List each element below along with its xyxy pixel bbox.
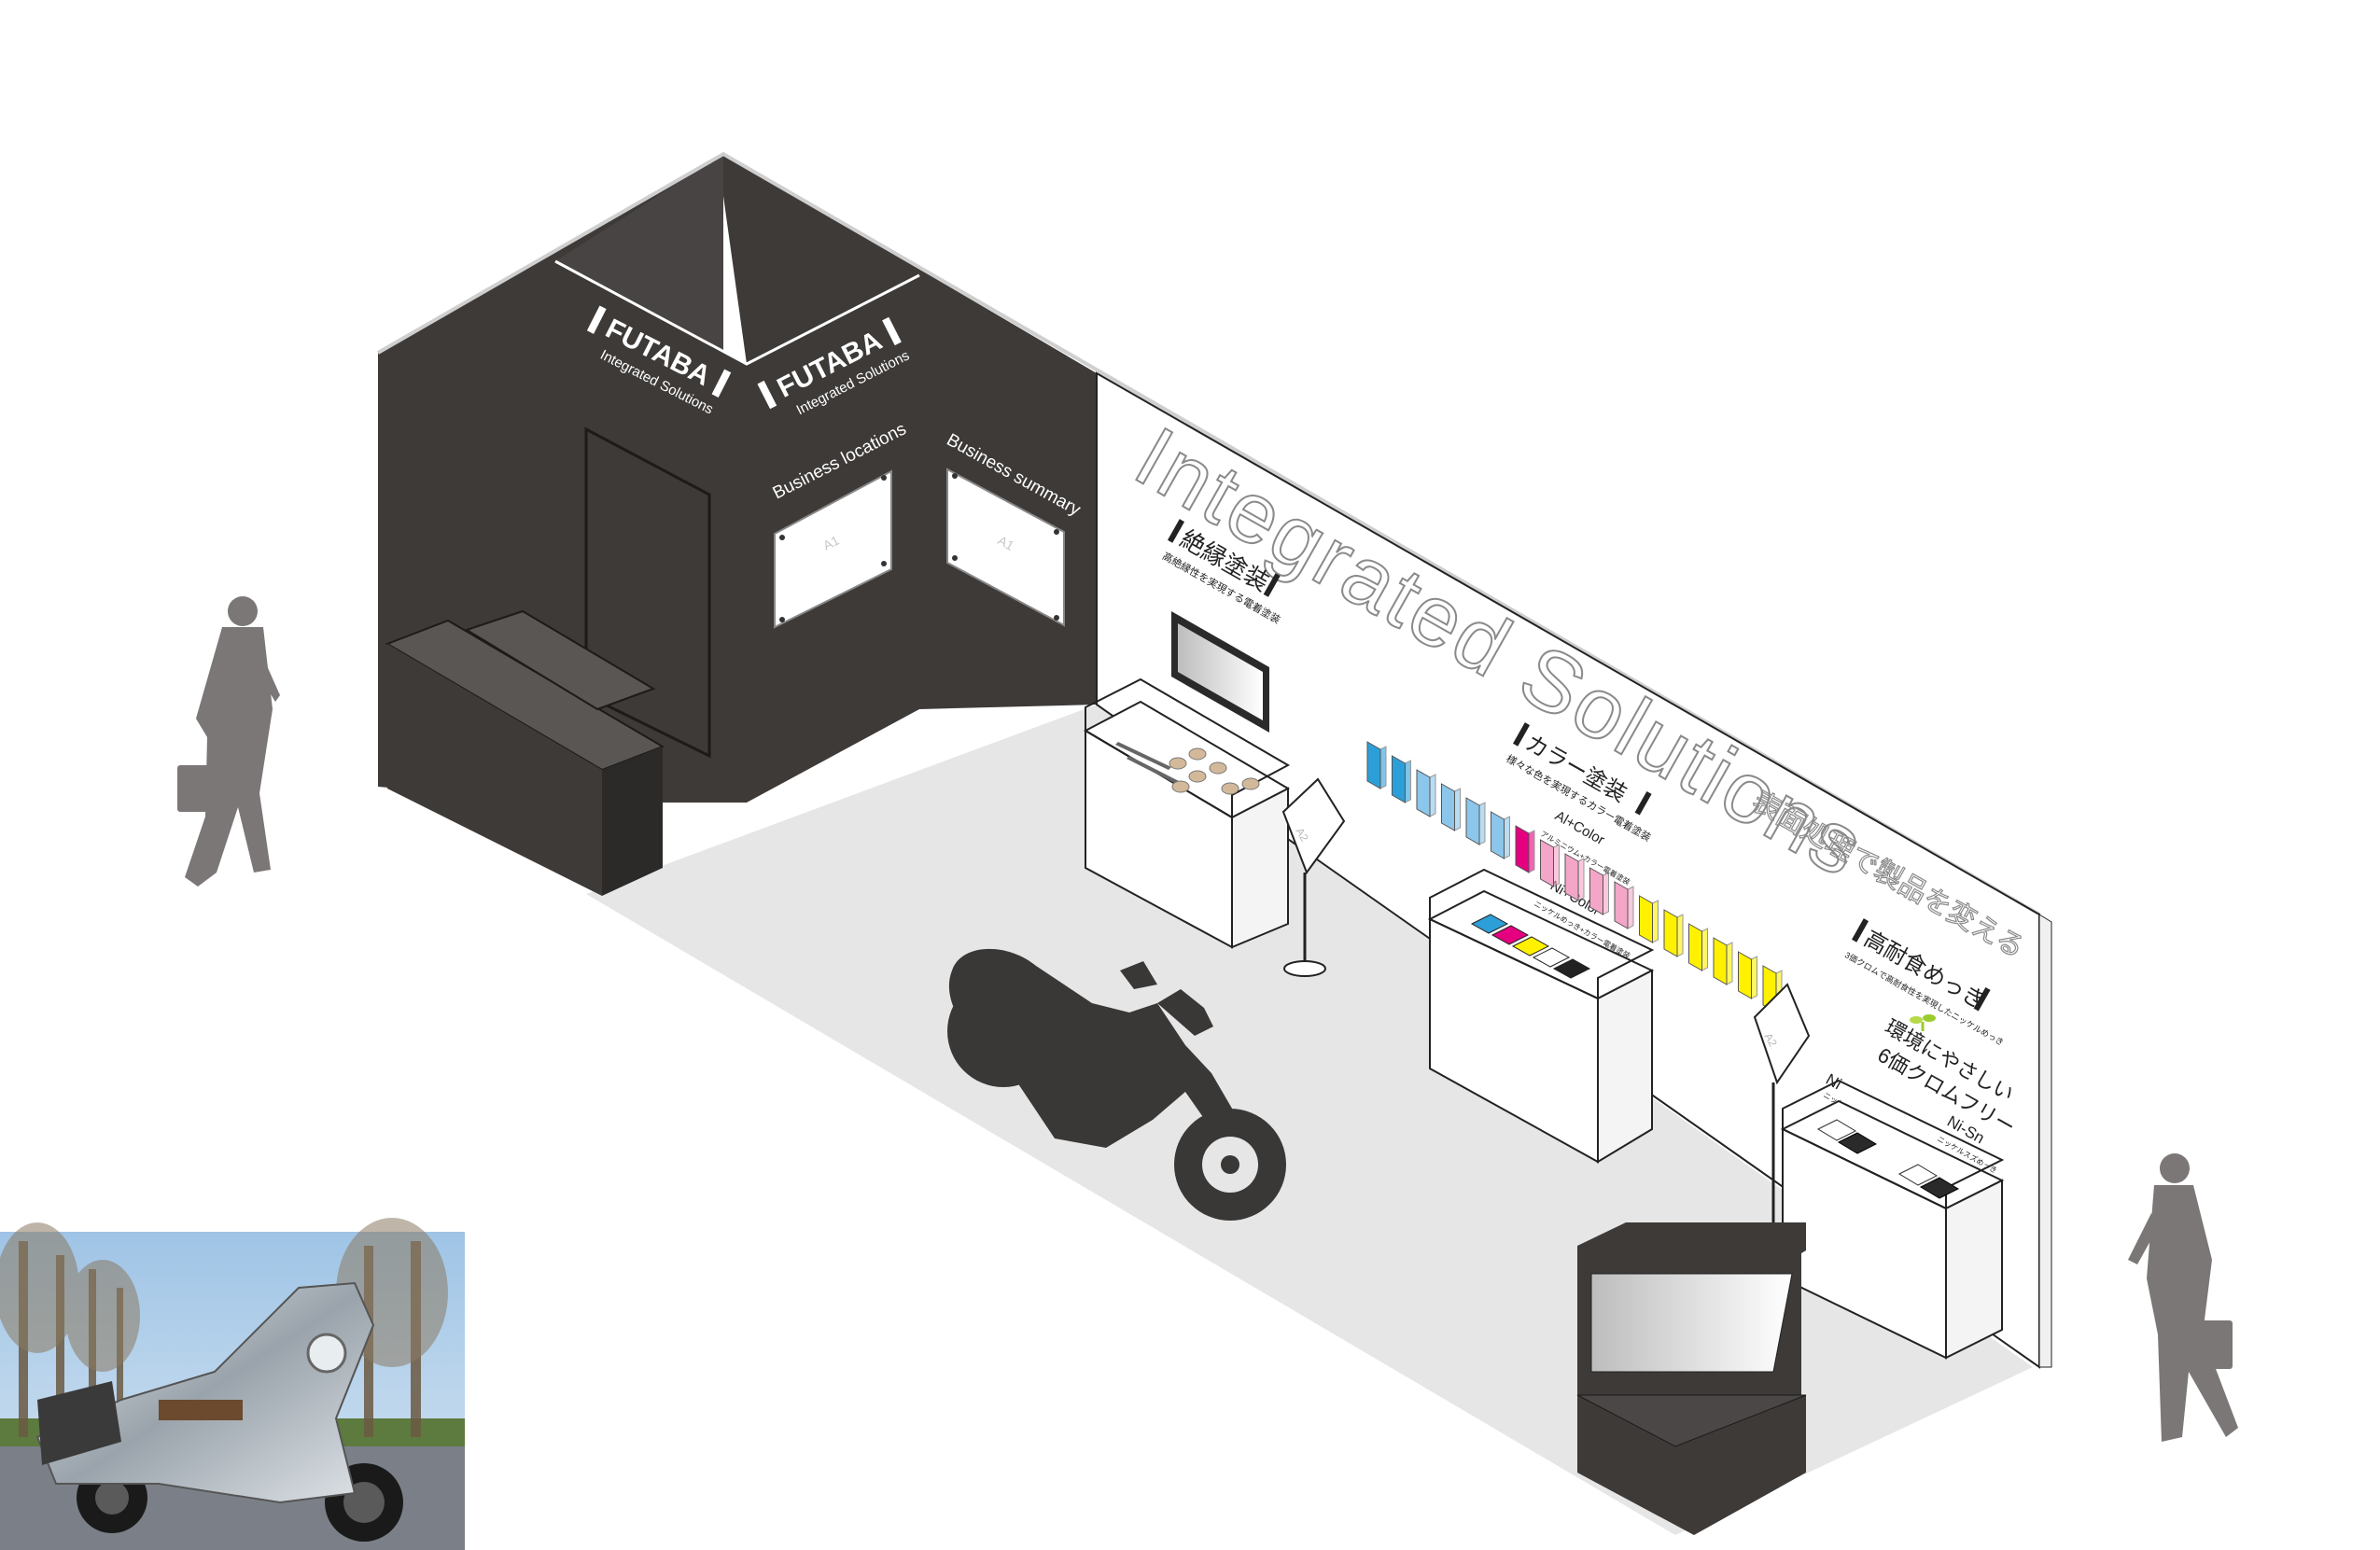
color-swatch (1416, 769, 1431, 817)
color-swatch (1515, 825, 1530, 873)
color-swatch-side (1478, 802, 1486, 845)
case-sample (1552, 958, 1591, 979)
wall-top-edge (377, 151, 2041, 916)
color-swatch (1663, 909, 1678, 957)
brand-bar-icon (586, 305, 607, 334)
corner-edge (554, 259, 920, 366)
color-swatch-side (1504, 816, 1510, 859)
motorcycle-photo-bike (35, 1281, 403, 1542)
color-swatch (1688, 923, 1702, 971)
case-sample (1491, 925, 1530, 945)
case-color-samples (1470, 914, 1591, 979)
brand-bar-icon (882, 316, 902, 346)
a2-sign-stand-1: A2 (1281, 777, 1346, 977)
color-swatch-side (1379, 746, 1387, 789)
color-swatch (1738, 951, 1752, 999)
brand-bar-icon (711, 369, 732, 398)
person-walking-icon (177, 596, 280, 887)
color-swatch-side (1577, 858, 1585, 901)
a1-label-left: A1 (820, 533, 842, 553)
color-swatch-side (1701, 928, 1708, 971)
color-swatch-side (1751, 956, 1757, 999)
monitor-icon (1171, 611, 1269, 733)
monitor-kiosk (1576, 1222, 1807, 1535)
brand-bar-icon (757, 380, 777, 410)
color-swatch-side (1726, 942, 1733, 985)
color-swatch-row (1366, 741, 1783, 1013)
a1-label-right: A1 (996, 533, 1017, 553)
section-bar-icon (1634, 790, 1652, 816)
display-case-middle (1427, 868, 1655, 1164)
section-bar-icon (1168, 519, 1185, 543)
color-swatch (1366, 741, 1381, 789)
person-walking-icon (2128, 1153, 2238, 1442)
display-case-right (1780, 1079, 2005, 1360)
color-swatch-side (1405, 760, 1411, 803)
color-swatch (1589, 867, 1603, 915)
color-swatch-side (1652, 900, 1659, 943)
color-swatch (1441, 783, 1455, 831)
color-swatch (1392, 755, 1406, 803)
section-bar-icon (1513, 722, 1531, 747)
color-swatch (1639, 895, 1653, 943)
color-swatch-side (1429, 774, 1436, 817)
color-swatch (1540, 839, 1554, 887)
section-bar-icon (1852, 918, 1869, 943)
case-sample (1511, 936, 1550, 957)
reception-counter (385, 609, 665, 896)
motorcycle-icon (947, 948, 1286, 1221)
color-swatch (1564, 853, 1579, 901)
sprout-icon (1910, 1014, 1936, 1031)
section-bar-icon (1263, 573, 1281, 597)
color-swatch-side (1627, 886, 1634, 929)
motorcycle-photo (0, 1218, 465, 1550)
color-swatch-side (1676, 914, 1684, 957)
color-swatch (1465, 797, 1480, 845)
case-sample (1532, 947, 1571, 968)
case-sample (1470, 914, 1509, 934)
a2-sign-stand-2: A2 (1753, 983, 1811, 1232)
display-case-left (1083, 677, 1291, 949)
color-swatch (1614, 881, 1629, 929)
color-swatch (1491, 811, 1505, 859)
section-bar-icon (1973, 986, 1991, 1012)
a2-label-1: A2 (1293, 826, 1311, 845)
color-swatch (1713, 937, 1728, 985)
wall-end-cap (2038, 914, 2052, 1368)
color-swatch-side (1603, 872, 1609, 915)
color-swatch-side (1454, 788, 1461, 831)
color-swatch-side (1553, 844, 1560, 887)
a2-label-2: A2 (1761, 1031, 1780, 1050)
color-swatch-side (1528, 830, 1535, 873)
